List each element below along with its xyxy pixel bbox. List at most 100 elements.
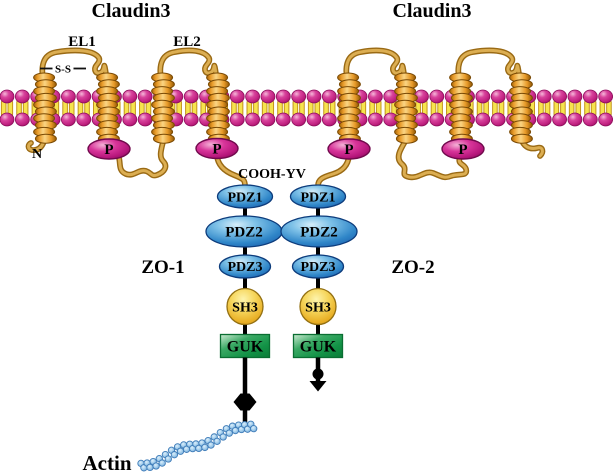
zo2-sh3-label: SH3 xyxy=(305,301,331,316)
lipid-head xyxy=(429,112,445,127)
lipid-head xyxy=(122,89,138,104)
zo1-pdz3-domain xyxy=(218,254,272,279)
phospho-label: P xyxy=(104,142,113,158)
lipid-head xyxy=(567,112,583,127)
c-terminal-tail-left xyxy=(215,154,247,188)
zo1-pdz1-domain xyxy=(216,184,274,209)
c-terminal-tail-right xyxy=(316,154,351,188)
el2-loop-right xyxy=(456,48,523,90)
lipid-head xyxy=(0,89,15,104)
lipid-head xyxy=(137,89,153,104)
lipid-head xyxy=(475,89,491,104)
zo1-label: ZO-1 xyxy=(141,257,184,278)
lipid-head xyxy=(490,112,506,127)
lipid-head xyxy=(321,89,337,104)
lipid-head xyxy=(137,112,153,127)
lipid-head xyxy=(275,89,291,104)
el1-loop-right xyxy=(344,48,408,90)
lipid-head xyxy=(122,112,138,127)
lipid-head xyxy=(245,112,261,127)
zo2-pdz3-domain xyxy=(291,254,345,279)
zo2-guk-label: GUK xyxy=(300,339,337,356)
el2-loop xyxy=(158,48,220,90)
phospho-site xyxy=(441,138,485,160)
lipid-head xyxy=(567,89,583,104)
lipid-head xyxy=(291,89,307,104)
zo1-sh3-label: SH3 xyxy=(232,301,258,316)
lipid-head xyxy=(14,89,30,104)
phospho-site xyxy=(87,138,131,160)
actin-label: Actin xyxy=(83,451,132,474)
zo1-linker-diamond xyxy=(233,393,257,411)
zo1-pdz1-label: PDZ1 xyxy=(228,191,263,206)
actin-bead xyxy=(225,429,233,437)
lipid-head xyxy=(229,112,245,127)
helix-coil-segment xyxy=(152,133,175,144)
lipid-head xyxy=(475,112,491,127)
zo1-protein: PDZ1 PDZ2 PDZ3 SH3 GUK xyxy=(205,184,283,422)
lipid-head xyxy=(306,112,322,127)
el1-loop xyxy=(40,48,110,90)
tm-helix xyxy=(394,72,418,144)
lipid-head xyxy=(61,112,76,127)
lipid-head xyxy=(582,112,598,127)
zo1-pdz2-label: PDZ2 xyxy=(225,225,263,241)
actin-bead xyxy=(158,459,166,467)
c-terminal-tail-right xyxy=(315,153,352,189)
zo2-pdz3-label: PDZ3 xyxy=(301,260,336,275)
actin-bead xyxy=(152,462,160,470)
n-terminus-label: N xyxy=(32,147,42,162)
actin-bead xyxy=(219,433,227,441)
helix-coil-segment xyxy=(510,133,533,144)
claudin3-label-right: Claudin3 xyxy=(393,0,472,22)
lipid-head xyxy=(321,112,337,127)
zo1-pdz3-label: PDZ3 xyxy=(228,260,263,275)
claudin3-label-left: Claudin3 xyxy=(92,0,171,22)
actin-bead xyxy=(213,437,221,446)
zo2-pdz1-label: PDZ1 xyxy=(301,191,336,206)
transmembrane-helices xyxy=(33,72,533,144)
lipid-head xyxy=(14,112,30,127)
actin-bead xyxy=(176,447,185,455)
lipid-head xyxy=(536,112,552,127)
lipid-head xyxy=(229,89,245,104)
phosphorylation-sites: P P P P xyxy=(87,137,485,160)
lipid-head xyxy=(306,89,322,104)
actin-bead xyxy=(207,441,215,449)
tm-helix xyxy=(206,72,230,144)
actin-bead xyxy=(164,455,172,463)
tm-helix xyxy=(33,72,57,144)
labels: Claudin3 Claudin3 EL1 EL2 N COOH-YV ZO-1… xyxy=(32,0,472,474)
actin-bead xyxy=(201,443,209,452)
el1-label: EL1 xyxy=(68,34,96,50)
actin-bead xyxy=(170,451,179,459)
phospho-site xyxy=(327,138,371,160)
tm-helix xyxy=(509,72,533,144)
lipid-head xyxy=(367,112,383,127)
tm-helix xyxy=(449,72,473,144)
phospho-label: P xyxy=(344,142,353,158)
zo2-pdz2-label: PDZ2 xyxy=(300,225,338,241)
disulfide-label: S-S xyxy=(55,64,71,76)
el2-label: EL2 xyxy=(173,34,201,50)
lipid-head xyxy=(76,89,92,104)
lipid-head xyxy=(367,89,383,104)
zo2-linker-bead xyxy=(312,368,324,380)
lipid-head xyxy=(598,89,613,104)
intracellular-loop-left xyxy=(114,140,167,177)
zo2-sh3-domain xyxy=(299,287,337,326)
lipid-head xyxy=(552,89,567,104)
c-terminal-hook-right xyxy=(519,136,544,158)
disulfide-bond: S-S xyxy=(40,64,86,76)
arrow-down-icon xyxy=(309,381,327,392)
actin-bead xyxy=(250,425,258,433)
lipid-head xyxy=(598,112,613,127)
lipid-head xyxy=(291,112,307,127)
lipid-head xyxy=(260,112,276,127)
lipid-head xyxy=(61,89,76,104)
lipid-head xyxy=(490,89,506,104)
phospho-site xyxy=(195,137,239,160)
phospho-label: P xyxy=(458,142,467,158)
